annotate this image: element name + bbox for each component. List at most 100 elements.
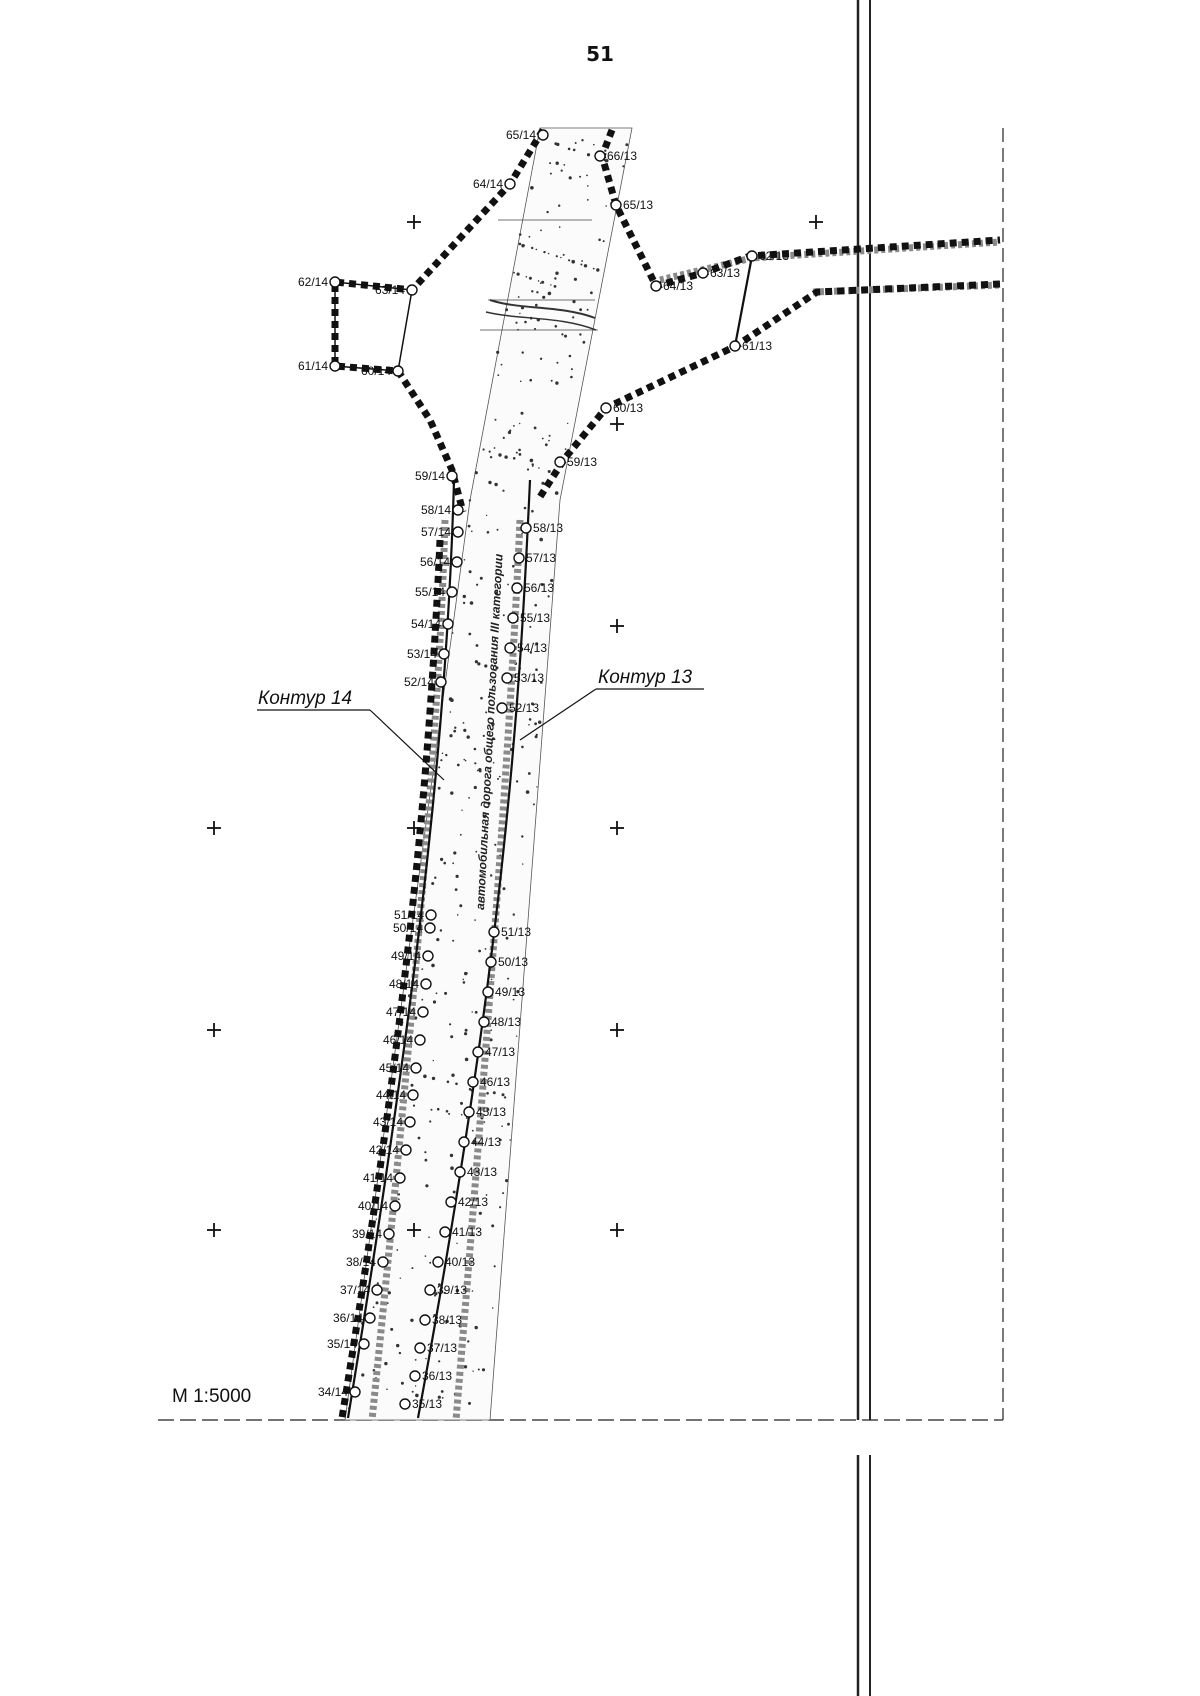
road-dot xyxy=(441,1397,444,1399)
point-label: 35/13 xyxy=(412,1397,442,1411)
road-dot xyxy=(433,1314,436,1317)
point-marker xyxy=(410,1062,422,1074)
contour-13-callout: Контур 13 xyxy=(519,667,704,741)
point-label: 57/13 xyxy=(526,551,556,565)
road-dot xyxy=(518,242,522,246)
road-dot xyxy=(489,1038,493,1042)
point-label: 37/13 xyxy=(427,1341,457,1355)
road-dot xyxy=(580,263,583,266)
contour-point: 49/13 xyxy=(482,985,525,999)
road-dot xyxy=(579,333,582,336)
road-dot xyxy=(540,583,544,586)
grid-cross xyxy=(207,1223,221,1237)
contour-point: 43/13 xyxy=(454,1165,497,1179)
road-dot xyxy=(550,578,554,583)
point-label: 42/14 xyxy=(369,1143,399,1157)
road-dot xyxy=(502,489,505,492)
point-marker xyxy=(485,956,497,968)
road-dot xyxy=(572,316,575,319)
road-dot xyxy=(449,1153,454,1158)
road-dot xyxy=(454,888,458,891)
grid-cross xyxy=(610,821,624,835)
point-marker xyxy=(594,150,606,162)
road-dot xyxy=(554,277,557,280)
road-dot xyxy=(598,238,601,242)
point-label: 42/13 xyxy=(458,1195,488,1209)
contour-13-label: Контур 13 xyxy=(598,667,693,688)
road-dot xyxy=(536,318,540,322)
road-dot xyxy=(478,1211,482,1215)
road-dot xyxy=(520,411,524,415)
road-dot xyxy=(528,724,530,726)
road-dot xyxy=(525,276,528,278)
road-dot xyxy=(464,1057,469,1062)
road-dot xyxy=(451,1073,455,1077)
point-marker xyxy=(467,1076,479,1088)
point-label: 56/14 xyxy=(420,555,450,569)
contour-point: 58/14 xyxy=(421,503,464,517)
road-dot xyxy=(474,1325,478,1330)
point-label: 34/14 xyxy=(318,1385,348,1399)
road-dot xyxy=(570,375,573,379)
road-dot xyxy=(567,147,571,151)
road-dot xyxy=(464,1028,468,1032)
road-dot xyxy=(543,250,546,254)
road-dot xyxy=(496,528,499,531)
road-dot xyxy=(625,143,629,147)
grid-cross xyxy=(610,417,624,431)
road-dot xyxy=(507,1122,510,1126)
contour-point: 50/13 xyxy=(485,955,528,969)
road-dot xyxy=(548,434,551,437)
road-dot xyxy=(500,363,503,366)
road-dot xyxy=(521,351,524,354)
contour-point: 62/13 xyxy=(746,249,789,263)
point-label: 45/14 xyxy=(379,1061,409,1075)
road-dot xyxy=(450,1322,452,1325)
contour-point: 61/14 xyxy=(298,359,341,373)
road-dot xyxy=(482,448,485,451)
point-marker xyxy=(451,556,463,568)
road-dot xyxy=(463,1365,468,1369)
road-dot xyxy=(443,1291,446,1294)
point-marker xyxy=(424,922,436,934)
point-label: 45/13 xyxy=(476,1105,506,1119)
road-dot xyxy=(429,1120,432,1123)
grid-cross xyxy=(207,1023,221,1037)
road-dot xyxy=(444,991,448,995)
road-dot xyxy=(462,978,465,981)
road-dot xyxy=(518,453,522,456)
road-dot xyxy=(568,354,572,358)
road-dot xyxy=(487,801,491,806)
contour-point: 55/13 xyxy=(507,611,550,625)
road-dot xyxy=(554,491,559,495)
road-dot xyxy=(507,430,511,435)
point-marker xyxy=(445,1196,457,1208)
point-label: 60/14 xyxy=(361,364,391,378)
point-marker xyxy=(329,276,341,288)
road-dot xyxy=(555,271,559,275)
road-dot xyxy=(479,576,483,580)
road-dot xyxy=(529,651,533,654)
point-label: 60/13 xyxy=(613,401,643,415)
contour-point: 59/14 xyxy=(415,469,458,483)
road-dot xyxy=(518,233,522,236)
road-dot xyxy=(477,1231,480,1233)
road-dot xyxy=(425,1184,429,1188)
road-dot xyxy=(494,418,497,421)
road-dot xyxy=(474,919,476,921)
road-dot xyxy=(468,797,470,799)
road-dot xyxy=(414,1385,417,1387)
road-dot xyxy=(421,998,424,1001)
road-dot xyxy=(527,772,531,775)
point-marker xyxy=(419,1314,431,1326)
road-dot xyxy=(568,176,572,180)
point-marker xyxy=(439,1226,451,1238)
contour-point: 51/13 xyxy=(488,925,531,939)
road-dot xyxy=(504,455,508,459)
road-dot xyxy=(536,786,538,788)
contour-point: 52/13 xyxy=(496,701,539,715)
road-dot xyxy=(453,851,457,855)
road-dot xyxy=(428,1236,430,1238)
road-dot xyxy=(464,971,468,976)
road-dot xyxy=(476,769,479,772)
